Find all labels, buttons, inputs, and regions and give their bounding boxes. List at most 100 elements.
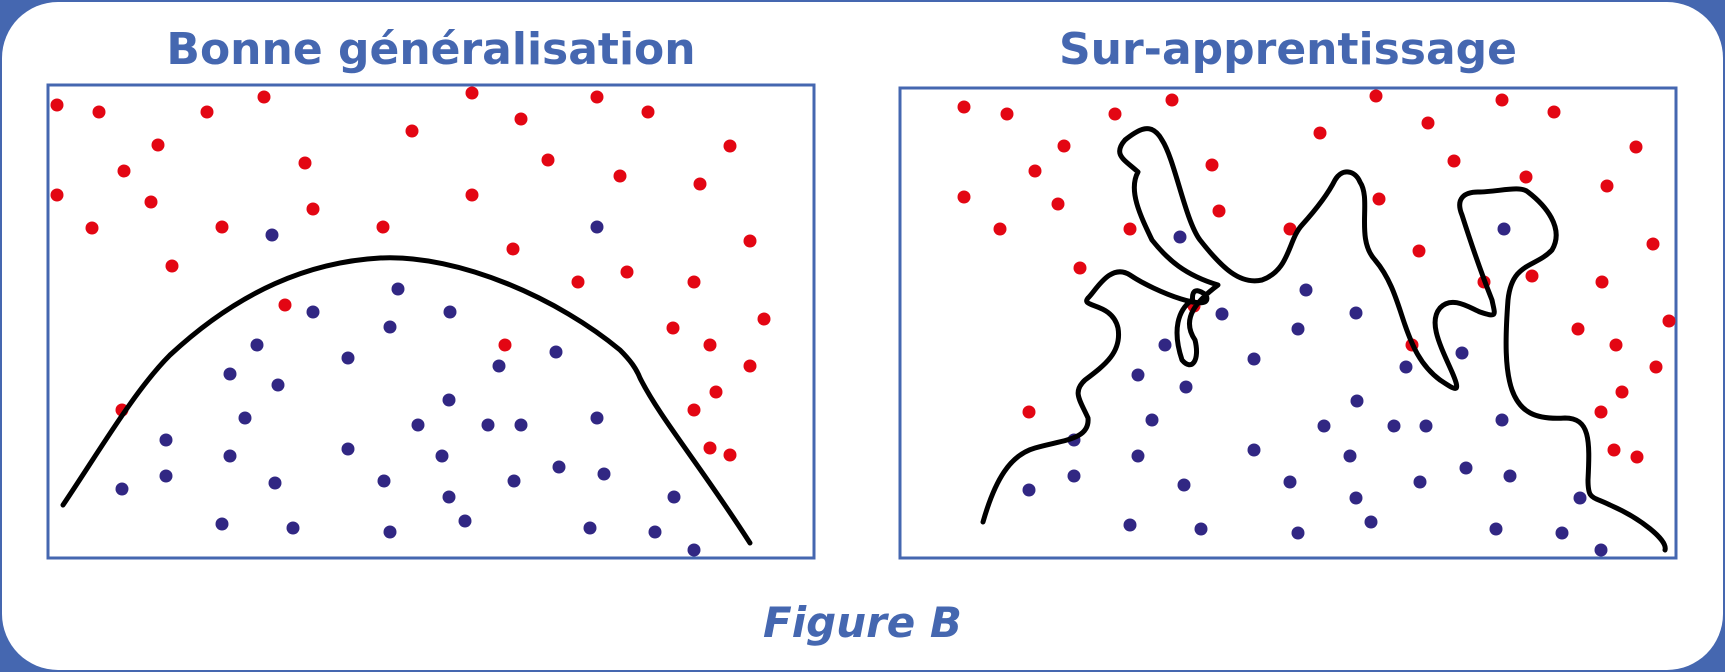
- right-red-point-35: [1615, 385, 1629, 399]
- left-red-point-6: [514, 112, 528, 126]
- right-red-point-16: [1519, 170, 1533, 184]
- left-blue-point-9: [341, 351, 355, 365]
- right-red-point-22: [1283, 222, 1297, 236]
- right-red-point-37: [1607, 443, 1621, 457]
- right-blue-point-20: [1131, 449, 1145, 463]
- right-red-point-13: [1205, 158, 1219, 172]
- left-red-point-34: [743, 359, 757, 373]
- right-red-point-9: [1057, 139, 1071, 153]
- left-red-point-37: [703, 441, 717, 455]
- right-red-point-6: [1421, 116, 1435, 130]
- right-red-point-4: [1165, 93, 1179, 107]
- right-blue-point-24: [1022, 483, 1036, 497]
- left-red-point-40: [498, 338, 512, 352]
- left-red-point-13: [298, 156, 312, 170]
- right-red-point-10: [1028, 164, 1042, 178]
- left-blue-point-14: [238, 411, 252, 425]
- left-blue-point-11: [492, 359, 506, 373]
- left-blue-point-35: [458, 514, 472, 528]
- right-red-point-19: [993, 222, 1007, 236]
- right-blue-point-8: [1131, 368, 1145, 382]
- left-red-point-33: [703, 338, 717, 352]
- left-red-point-38: [723, 448, 737, 462]
- left-blue-point-24: [115, 482, 129, 496]
- left-red-point-5: [465, 86, 479, 100]
- left-blue-point-20: [223, 449, 237, 463]
- left-blue-point-26: [377, 474, 391, 488]
- left-blue-point-33: [286, 521, 300, 535]
- left-red-point-31: [757, 312, 771, 326]
- left-red-point-30: [687, 275, 701, 289]
- left-blue-point-37: [648, 525, 662, 539]
- panel-overfitting: [898, 86, 1678, 560]
- left-red-point-21: [306, 202, 320, 216]
- right-blue-point-3: [1299, 283, 1313, 297]
- panel-title-overfitting: Sur-apprentissage: [1058, 24, 1518, 75]
- right-red-point-11: [1051, 197, 1065, 211]
- left-red-point-35: [709, 385, 723, 399]
- left-red-point-1: [50, 98, 64, 112]
- left-blue-point-10: [549, 345, 563, 359]
- left-red-point-4: [257, 90, 271, 104]
- left-red-point-29: [620, 265, 634, 279]
- left-red-point-17: [723, 139, 737, 153]
- right-blue-point-35: [1364, 515, 1378, 529]
- right-red-point-30: [1595, 275, 1609, 289]
- right-blue-point-17: [1419, 419, 1433, 433]
- left-blue-point-30: [597, 467, 611, 481]
- right-blue-point-22: [1343, 449, 1357, 463]
- left-blue-point-6: [443, 305, 457, 319]
- right-blue-point-37: [1555, 526, 1569, 540]
- left-blue-point-31: [667, 490, 681, 504]
- right-blue-point-31: [1573, 491, 1587, 505]
- right-blue-point-7: [1158, 338, 1172, 352]
- right-blue-point-34: [1291, 526, 1305, 540]
- decision-boundary-overfit: [980, 126, 1668, 553]
- left-blue-point-16: [481, 418, 495, 432]
- left-blue-point-28: [507, 474, 521, 488]
- right-red-point-23: [1372, 192, 1386, 206]
- right-blue-point-18: [1495, 413, 1509, 427]
- left-blue-point-2: [590, 220, 604, 234]
- left-red-point-18: [693, 177, 707, 191]
- left-blue-point-3: [391, 282, 405, 296]
- right-blue-point-25: [1177, 478, 1191, 492]
- right-blue-point-21: [1247, 443, 1261, 457]
- right-blue-point-30: [1503, 469, 1517, 483]
- left-blue-point-38: [687, 543, 701, 557]
- left-red-point-27: [278, 298, 292, 312]
- right-red-point-5: [1369, 89, 1383, 103]
- panel-good-generalization: [46, 83, 816, 560]
- data-points-right: [957, 89, 1676, 557]
- left-blue-point-4: [306, 305, 320, 319]
- left-red-point-15: [541, 153, 555, 167]
- left-blue-point-17: [514, 418, 528, 432]
- left-blue-point-12: [271, 378, 285, 392]
- right-red-point-21: [1212, 204, 1226, 218]
- right-blue-point-2: [1497, 222, 1511, 236]
- left-blue-point-13: [442, 393, 456, 407]
- left-blue-point-21: [341, 442, 355, 456]
- right-red-point-25: [1646, 237, 1660, 251]
- left-blue-point-22: [435, 449, 449, 463]
- left-blue-point-15: [411, 418, 425, 432]
- right-red-point-38: [1630, 450, 1644, 464]
- right-blue-point-1: [1173, 230, 1187, 244]
- left-red-point-23: [465, 188, 479, 202]
- right-red-point-3: [1108, 107, 1122, 121]
- left-red-point-3: [200, 105, 214, 119]
- right-blue-point-9: [1247, 352, 1261, 366]
- left-red-point-26: [165, 259, 179, 273]
- right-red-point-33: [1609, 338, 1623, 352]
- right-blue-point-28: [1413, 475, 1427, 489]
- right-red-point-26: [1073, 261, 1087, 275]
- right-red-point-18: [1600, 179, 1614, 193]
- right-blue-point-10: [1455, 346, 1469, 360]
- left-red-point-9: [151, 138, 165, 152]
- right-red-point-34: [1649, 360, 1663, 374]
- right-blue-point-27: [1349, 491, 1363, 505]
- right-blue-point-5: [1291, 322, 1305, 336]
- left-red-point-22: [376, 220, 390, 234]
- right-blue-point-29: [1459, 461, 1473, 475]
